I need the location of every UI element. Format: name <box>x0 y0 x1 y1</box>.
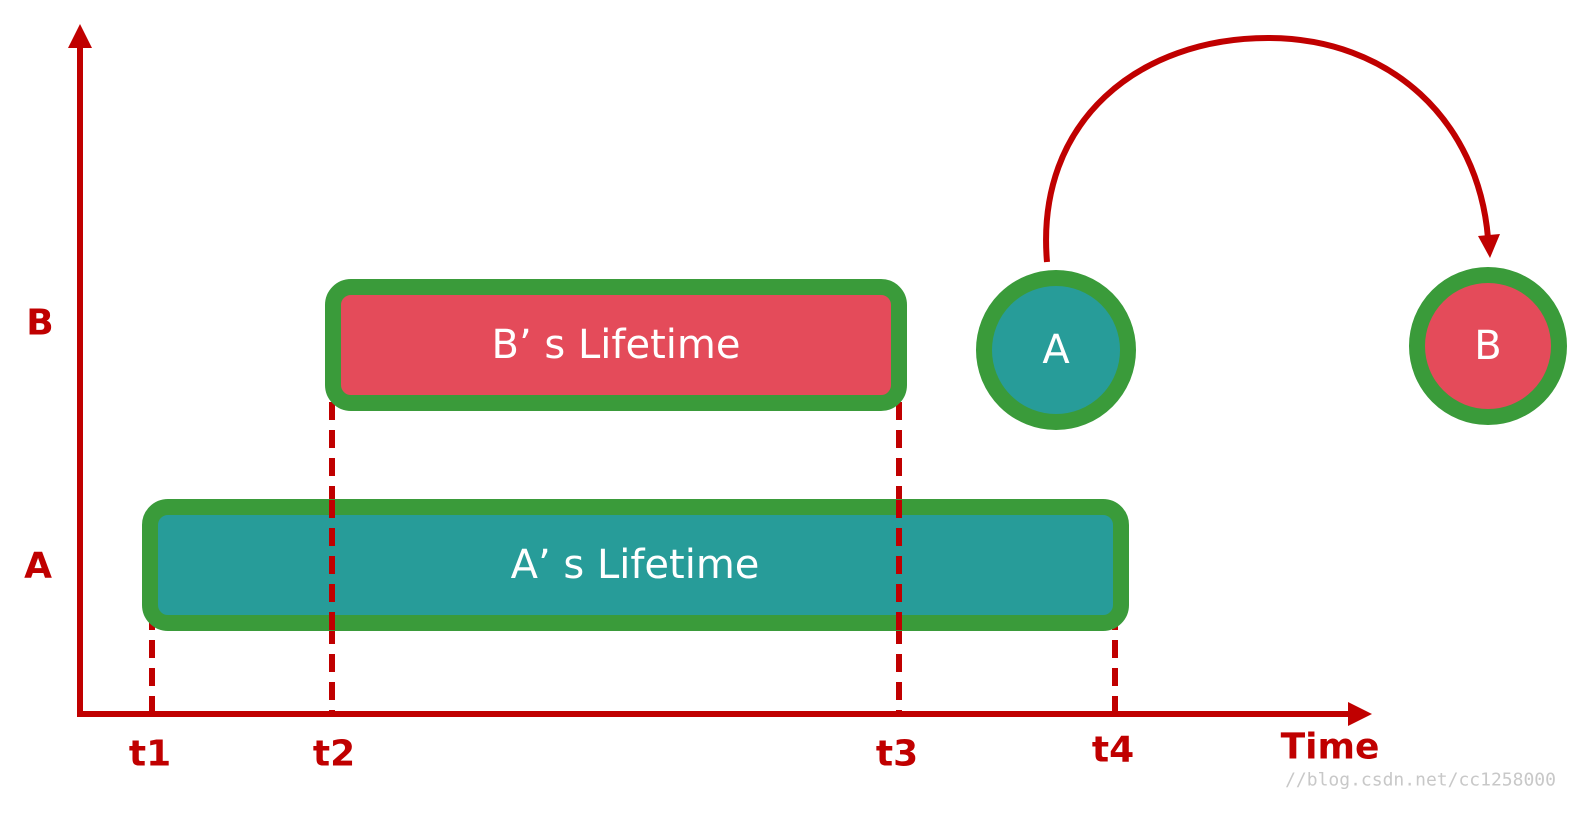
watermark-text: //blog.csdn.net/cc1258000 <box>1285 770 1556 791</box>
node-b-circle <box>1409 267 1567 425</box>
curved-arrow-head <box>1478 234 1500 258</box>
b-lifetime-label: B’ s Lifetime <box>492 322 741 368</box>
x-tick-t2: t2 <box>313 734 355 775</box>
node-a-circle <box>976 270 1136 430</box>
x-axis-arrowhead <box>1348 702 1372 726</box>
curved-arrow <box>1043 34 1491 263</box>
a-lifetime-bar <box>142 499 1129 631</box>
a-lifetime-label: A’ s Lifetime <box>511 542 760 588</box>
y-label-a: A <box>24 546 52 587</box>
x-tick-t3: t3 <box>876 734 918 775</box>
node-b-label: B <box>1474 323 1501 369</box>
node-a-label: A <box>1042 327 1070 373</box>
x-axis-title: Time <box>1281 727 1380 768</box>
y-label-b: B <box>26 303 53 344</box>
x-tick-t1: t1 <box>129 734 171 775</box>
b-lifetime-bar <box>325 279 907 411</box>
x-tick-t4: t4 <box>1092 730 1134 771</box>
y-axis-arrowhead <box>68 24 92 48</box>
